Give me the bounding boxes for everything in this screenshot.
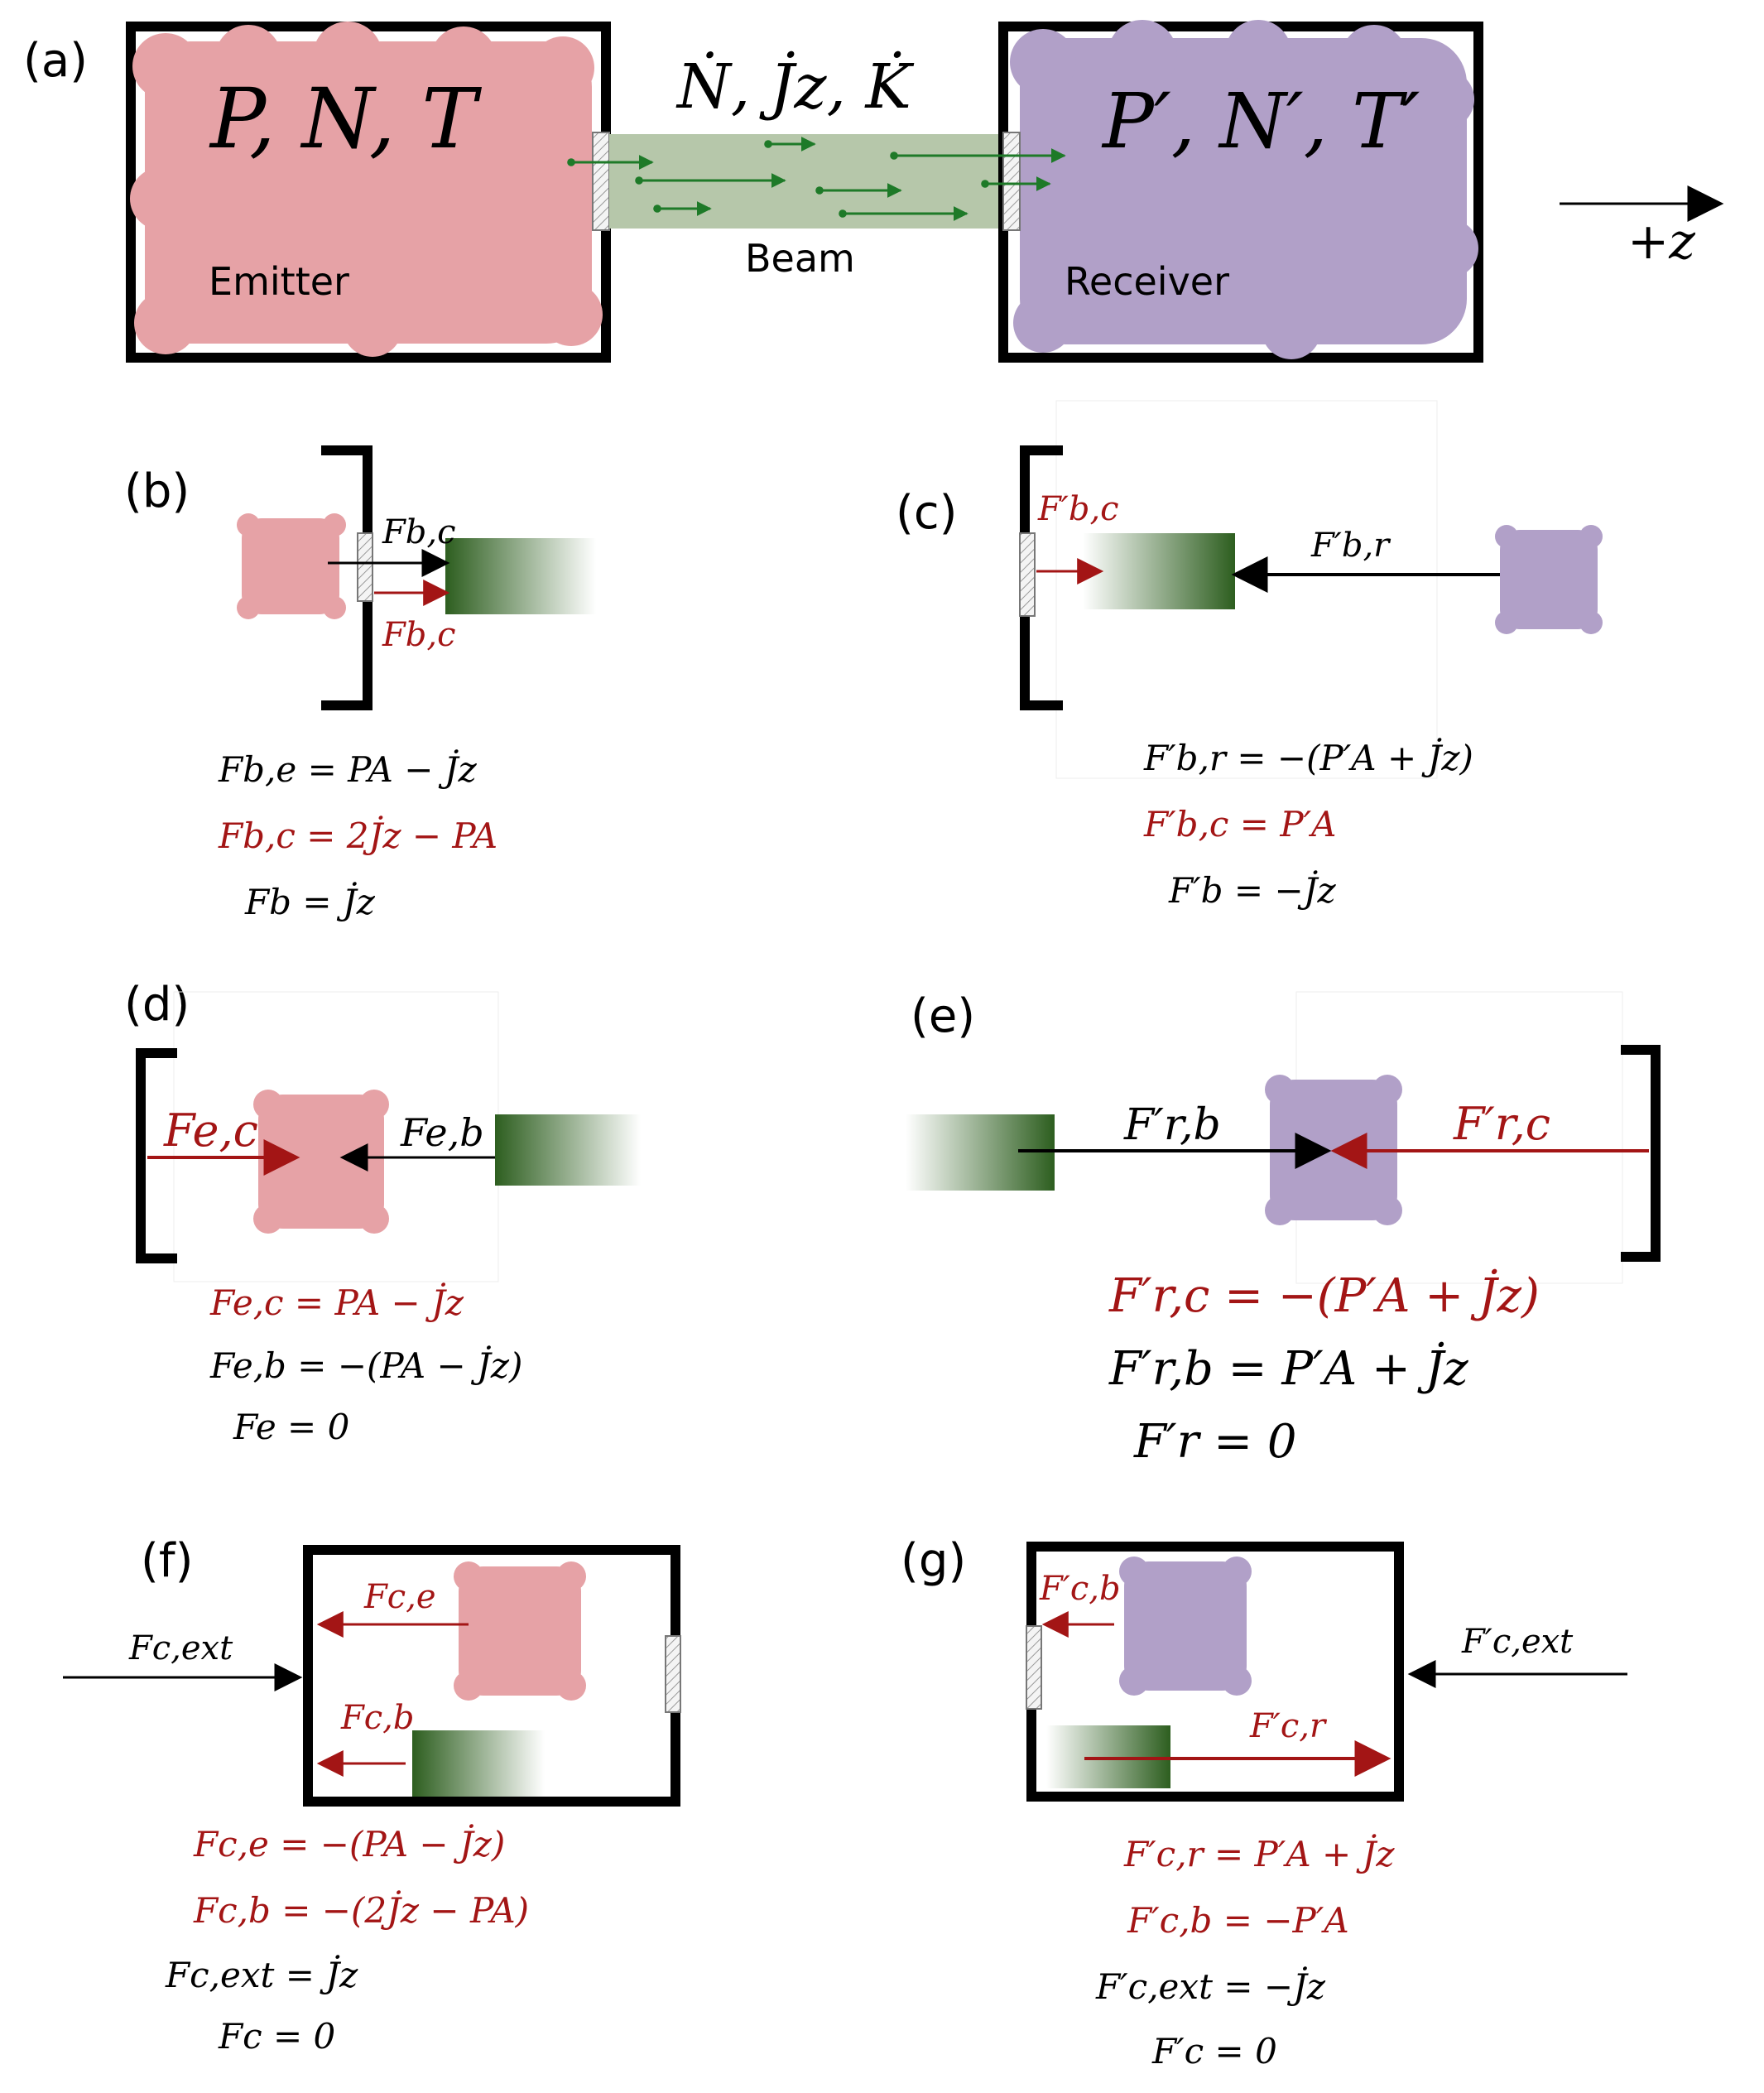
z-direction-label: +z bbox=[1627, 213, 1695, 271]
emitter-variables: P, N, T bbox=[209, 70, 482, 167]
panel-d: (d) Fe,c Fe,b Fe,c = PA − J̇z Fe,b = −(P… bbox=[124, 978, 641, 1447]
aperture bbox=[357, 532, 373, 602]
equation-3: Fb = J̇z bbox=[244, 881, 376, 922]
force-label-red: Fe,c bbox=[163, 1104, 258, 1157]
force-label-b: Fc,b bbox=[340, 1699, 414, 1737]
emitter-label: Emitter bbox=[209, 259, 349, 304]
force-label-r: F′c,r bbox=[1249, 1707, 1328, 1745]
equation-1: Fb,e = PA − J̇z bbox=[218, 748, 478, 790]
beam-block bbox=[412, 1730, 545, 1797]
aperture bbox=[665, 1635, 681, 1713]
force-label-black: F′b,r bbox=[1310, 527, 1391, 565]
force-label-black: Fe,b bbox=[400, 1110, 484, 1155]
force-label-ext: Fc,ext bbox=[128, 1629, 233, 1667]
panel-g: (g) F′c,b F′c,r F′c,ext F′c,r = P′A + J̇… bbox=[901, 1534, 1627, 2071]
wall-bracket bbox=[136, 1048, 177, 1263]
panel-c: (c) F′b,c F′b,r F′b,r = −(P′A + J̇z) F′b… bbox=[896, 400, 1603, 911]
equation-2: F′r,b = P′A + J̇z bbox=[1108, 1341, 1468, 1396]
beam-variables: Ṅ, J̇z, K̇ bbox=[675, 51, 914, 123]
equation-4: F′c = 0 bbox=[1151, 2031, 1277, 2071]
force-label-b: F′c,b bbox=[1039, 1570, 1121, 1608]
force-label-e: Fc,e bbox=[363, 1578, 436, 1616]
equation-1: F′c,r = P′A + J̇z bbox=[1123, 1833, 1395, 1874]
panel-g-label: (g) bbox=[901, 1534, 966, 1588]
beam-block bbox=[445, 538, 596, 614]
receiver-gas bbox=[1010, 20, 1478, 359]
receiver-blob bbox=[1119, 1557, 1252, 1696]
panel-f-label: (f) bbox=[141, 1534, 193, 1588]
panel-a: (a) bbox=[23, 20, 1724, 363]
equation-3: Fc,ext = J̇z bbox=[165, 1954, 358, 1995]
wall-bracket bbox=[1621, 1045, 1661, 1262]
equation-1: Fc,e = −(PA − J̇z) bbox=[193, 1823, 505, 1864]
equation-4: Fc = 0 bbox=[218, 2016, 335, 2057]
panel-c-label: (c) bbox=[896, 486, 957, 540]
receiver-aperture bbox=[1002, 132, 1021, 231]
emitter-aperture bbox=[592, 132, 610, 231]
equation-3: F′b = −J̇z bbox=[1168, 869, 1336, 911]
force-label-black: Fb,c bbox=[382, 513, 455, 551]
aperture bbox=[1019, 532, 1036, 617]
equation-1: Fe,c = PA − J̇z bbox=[209, 1282, 464, 1323]
panel-b: (b) Fb,c Fb,c Fb,e = PA − J̇z Fb,c = 2J̇… bbox=[124, 445, 596, 922]
emitter-blob bbox=[237, 513, 346, 619]
receiver-blob bbox=[1495, 525, 1603, 634]
panel-a-label: (a) bbox=[23, 34, 88, 88]
panel-e: (e) F′r,b F′r,c F′r,c = −(P′A + J̇z) F′r… bbox=[906, 989, 1661, 1469]
emitter-blob bbox=[253, 1090, 389, 1234]
force-label-black: F′r,b bbox=[1123, 1100, 1221, 1150]
equation-1: F′r,c = −(P′A + J̇z) bbox=[1108, 1268, 1540, 1323]
aperture bbox=[1026, 1625, 1042, 1710]
equation-3: F′r = 0 bbox=[1133, 1415, 1297, 1469]
emitter-blob bbox=[454, 1561, 586, 1701]
panel-frame bbox=[1055, 400, 1438, 779]
beam-block bbox=[495, 1114, 641, 1186]
receiver-label: Receiver bbox=[1065, 259, 1229, 304]
equation-3: Fe = 0 bbox=[233, 1407, 349, 1447]
equation-1: F′b,r = −(P′A + J̇z) bbox=[1143, 737, 1473, 778]
equation-2: Fb,c = 2J̇z − PA bbox=[218, 815, 497, 856]
panel-f: (f) Fc,e Fc,b Fc,ext Fc,e = −(PA − J̇z) … bbox=[63, 1534, 681, 2057]
equation-2: Fc,b = −(2J̇z − PA) bbox=[193, 1889, 529, 1931]
panel-b-label: (b) bbox=[124, 464, 190, 518]
equation-3: F′c,ext = −J̇z bbox=[1095, 1965, 1326, 2007]
force-label-red: F′b,c bbox=[1037, 490, 1119, 528]
beam-particles bbox=[567, 137, 1066, 221]
force-label-red: F′r,c bbox=[1453, 1098, 1550, 1150]
emitter-gas bbox=[130, 22, 604, 357]
equation-2: F′c,b = −P′A bbox=[1127, 1900, 1349, 1941]
panel-d-label: (d) bbox=[124, 978, 190, 1032]
beam-label: Beam bbox=[745, 236, 855, 281]
beam-block bbox=[1083, 533, 1235, 609]
force-label-red: Fb,c bbox=[382, 616, 455, 654]
force-label-ext: F′c,ext bbox=[1461, 1623, 1574, 1661]
receiver-variables: P′, N′, T′ bbox=[1101, 77, 1420, 166]
equation-2: F′b,c = P′A bbox=[1143, 804, 1336, 844]
equation-2: Fe,b = −(PA − J̇z) bbox=[209, 1345, 522, 1386]
panel-e-label: (e) bbox=[911, 989, 975, 1043]
